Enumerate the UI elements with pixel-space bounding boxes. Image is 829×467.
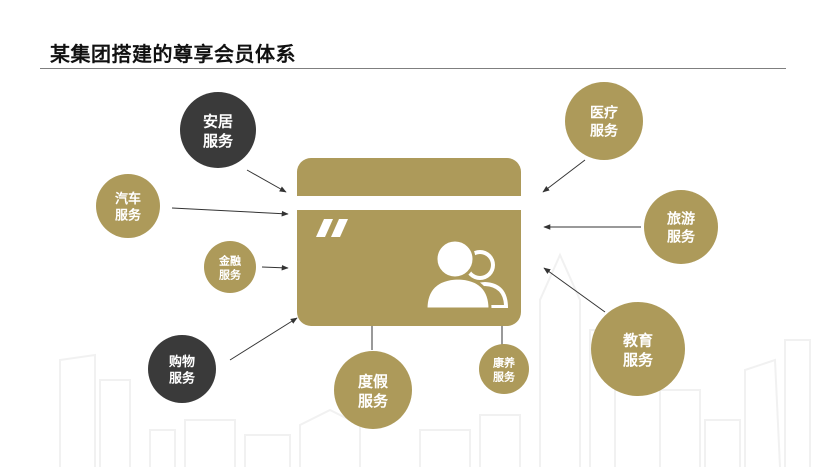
service-circle-wellness	[479, 344, 529, 394]
membership-card	[297, 158, 521, 326]
service-label-education-2: 服务	[623, 351, 654, 369]
service-label-vacation-1: 度假	[358, 372, 389, 390]
connector-arrows	[171, 159, 641, 361]
service-label-travel-1: 旅游	[667, 211, 695, 228]
arrow-medical	[542, 159, 586, 193]
service-circle-travel	[644, 190, 718, 264]
service-circle-medical	[565, 82, 643, 160]
service-label-wellness-1: 康养	[493, 355, 516, 369]
service-label-finance-2: 服务	[219, 268, 242, 282]
card-magstripe	[297, 196, 521, 210]
service-label-medical-1: 医疗	[590, 105, 618, 122]
service-label-travel-2: 服务	[667, 229, 696, 246]
connector-lines	[371, 325, 503, 350]
service-circle-housing	[180, 92, 256, 168]
service-label-vacation-2: 服务	[358, 392, 389, 410]
service-nodes: 安居服务汽车服务金融服务购物服务度假服务康养服务医疗服务旅游服务教育服务	[96, 82, 718, 429]
service-label-housing-1: 安居	[203, 112, 233, 130]
service-circle-vacation	[334, 351, 412, 429]
service-label-shopping-1: 购物	[169, 354, 195, 370]
service-circle-auto	[96, 174, 160, 238]
service-label-medical-2: 服务	[590, 123, 619, 140]
arrow-education	[543, 267, 606, 313]
arrow-auto	[171, 207, 289, 217]
page-title: 某集团搭建的尊享会员体系	[50, 42, 296, 66]
service-circle-education	[591, 302, 685, 396]
service-circle-shopping	[148, 335, 216, 403]
service-label-auto-1: 汽车	[115, 191, 141, 207]
arrow-finance	[261, 264, 289, 271]
quote-mark-icon	[316, 219, 348, 237]
arrow-shopping	[229, 317, 298, 361]
title-divider	[40, 68, 786, 69]
service-label-shopping-2: 服务	[169, 371, 196, 387]
service-label-housing-2: 服务	[203, 132, 234, 150]
service-label-wellness-2: 服务	[493, 370, 516, 384]
arrow-housing	[246, 169, 287, 193]
service-label-education-1: 教育	[622, 331, 653, 349]
service-label-finance-1: 金融	[218, 253, 241, 267]
user-group-icon	[424, 238, 508, 311]
service-circle-finance	[204, 241, 256, 293]
service-label-auto-2: 服务	[115, 208, 142, 224]
